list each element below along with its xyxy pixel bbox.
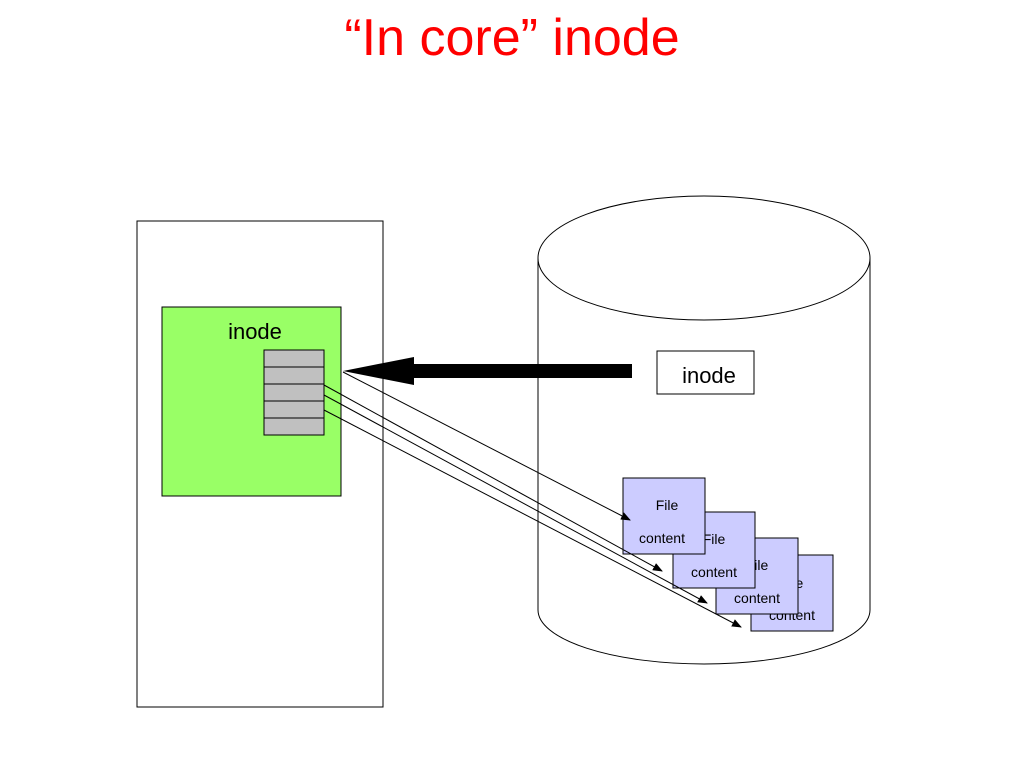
- block-pointer-cell: [263, 366, 325, 385]
- block-pointer-cell: [263, 383, 325, 402]
- block-pointer-arrows: [323, 371, 742, 628]
- block-pointer-cell: [263, 417, 325, 436]
- file-card-line2: content: [691, 564, 737, 580]
- file-card-line1: File: [703, 531, 726, 547]
- file-card-line2: content: [734, 590, 780, 606]
- slide-title: “In core” inode: [344, 9, 680, 67]
- pointer-arrow: [323, 394, 708, 604]
- disk-inode-label: inode: [682, 363, 736, 388]
- load-inode-arrow: [343, 357, 632, 385]
- pointer-arrow: [323, 384, 663, 572]
- pointer-arrow: [342, 371, 631, 521]
- file-content-card: File content: [622, 477, 706, 555]
- pointer-arrow: [323, 409, 742, 628]
- in-core-inode-label: inode: [228, 319, 282, 344]
- block-pointer-cell: [263, 400, 325, 419]
- disk-top: [537, 195, 871, 321]
- block-pointer-table: [263, 349, 325, 436]
- block-pointer-cell: [263, 349, 325, 368]
- file-card-line2: content: [639, 530, 685, 546]
- file-card-line1: File: [656, 497, 679, 513]
- disk-inode-box: [656, 350, 755, 395]
